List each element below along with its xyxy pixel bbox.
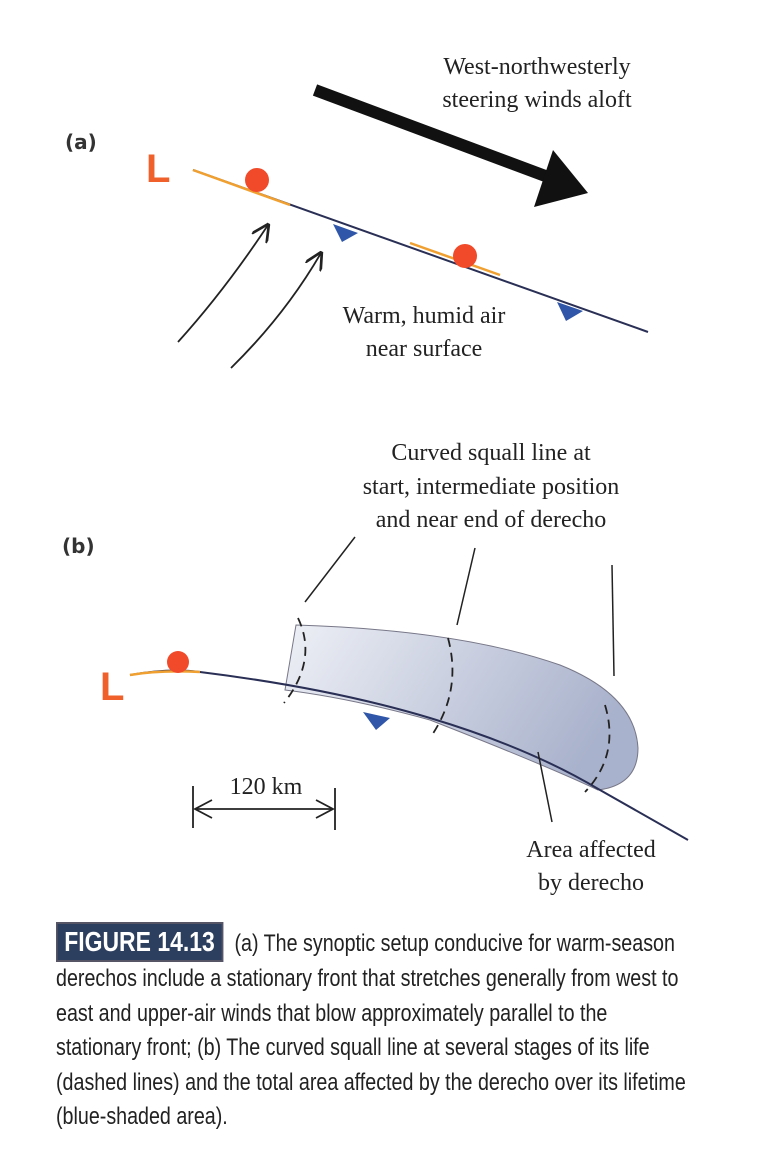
caption-line: (blue-shaded area). (56, 1103, 228, 1130)
low-pressure-symbol: L (100, 665, 124, 709)
steering-wind-arrow (312, 84, 588, 207)
panel-a-label: (a) (65, 130, 97, 154)
caption-line: derechos include a stationary front that… (56, 965, 679, 992)
figure-number: FIGURE 14.13 (56, 922, 223, 962)
leader-line (304, 536, 356, 603)
surface-air-arrow (230, 253, 321, 369)
warm-front-bump (167, 651, 189, 673)
stationary-front (192, 168, 649, 333)
panel-a: (a) L West-northwesterly steering winds … (65, 54, 649, 369)
distance-scale-arrow (192, 786, 336, 830)
caption-line: (a) The synoptic setup conducive for war… (234, 930, 675, 957)
caption-line: (dashed lines) and the total area affect… (56, 1068, 686, 1096)
figure-caption: FIGURE 14.13 (a) The synoptic setup condu… (56, 922, 686, 1135)
cold-front-triangle (363, 712, 390, 730)
derecho-diagram: (a) L West-northwesterly steering winds … (62, 54, 689, 896)
air-label-line1: Warm, humid air (343, 303, 506, 329)
squall-line-start (283, 617, 307, 704)
squall-label-line1: Curved squall line at (391, 440, 591, 466)
squall-label-line3: and near end of derecho (376, 507, 607, 533)
winds-label-line1: West-northwesterly (443, 54, 630, 80)
leader-line (456, 547, 476, 626)
winds-label-line2: steering winds aloft (442, 87, 632, 113)
area-label-line1: Area affected (526, 837, 655, 863)
derecho-affected-area (284, 624, 639, 791)
surface-air-arrow (177, 225, 268, 343)
area-label-line2: by derecho (538, 870, 644, 896)
caption-line: east and upper-air winds that blow appro… (56, 999, 608, 1027)
panel-b-label: (b) (62, 534, 95, 558)
leader-line (611, 564, 615, 677)
cold-front-triangle (333, 224, 358, 242)
low-pressure-symbol: L (146, 147, 170, 191)
cold-front-triangle (557, 302, 583, 321)
warm-front-bump (453, 244, 477, 268)
panel-b: Curved squall line at start, intermediat… (62, 440, 689, 896)
squall-line-end (584, 704, 611, 793)
caption-line: stationary front; (b) The curved squall … (56, 1034, 650, 1061)
leader-line (537, 751, 553, 823)
distance-label: 120 km (230, 774, 303, 800)
squall-line-intermediate (431, 637, 454, 736)
squall-label-line2: start, intermediate position (363, 474, 620, 500)
warm-front-bump (245, 168, 269, 192)
air-label-line2: near surface (366, 336, 483, 362)
